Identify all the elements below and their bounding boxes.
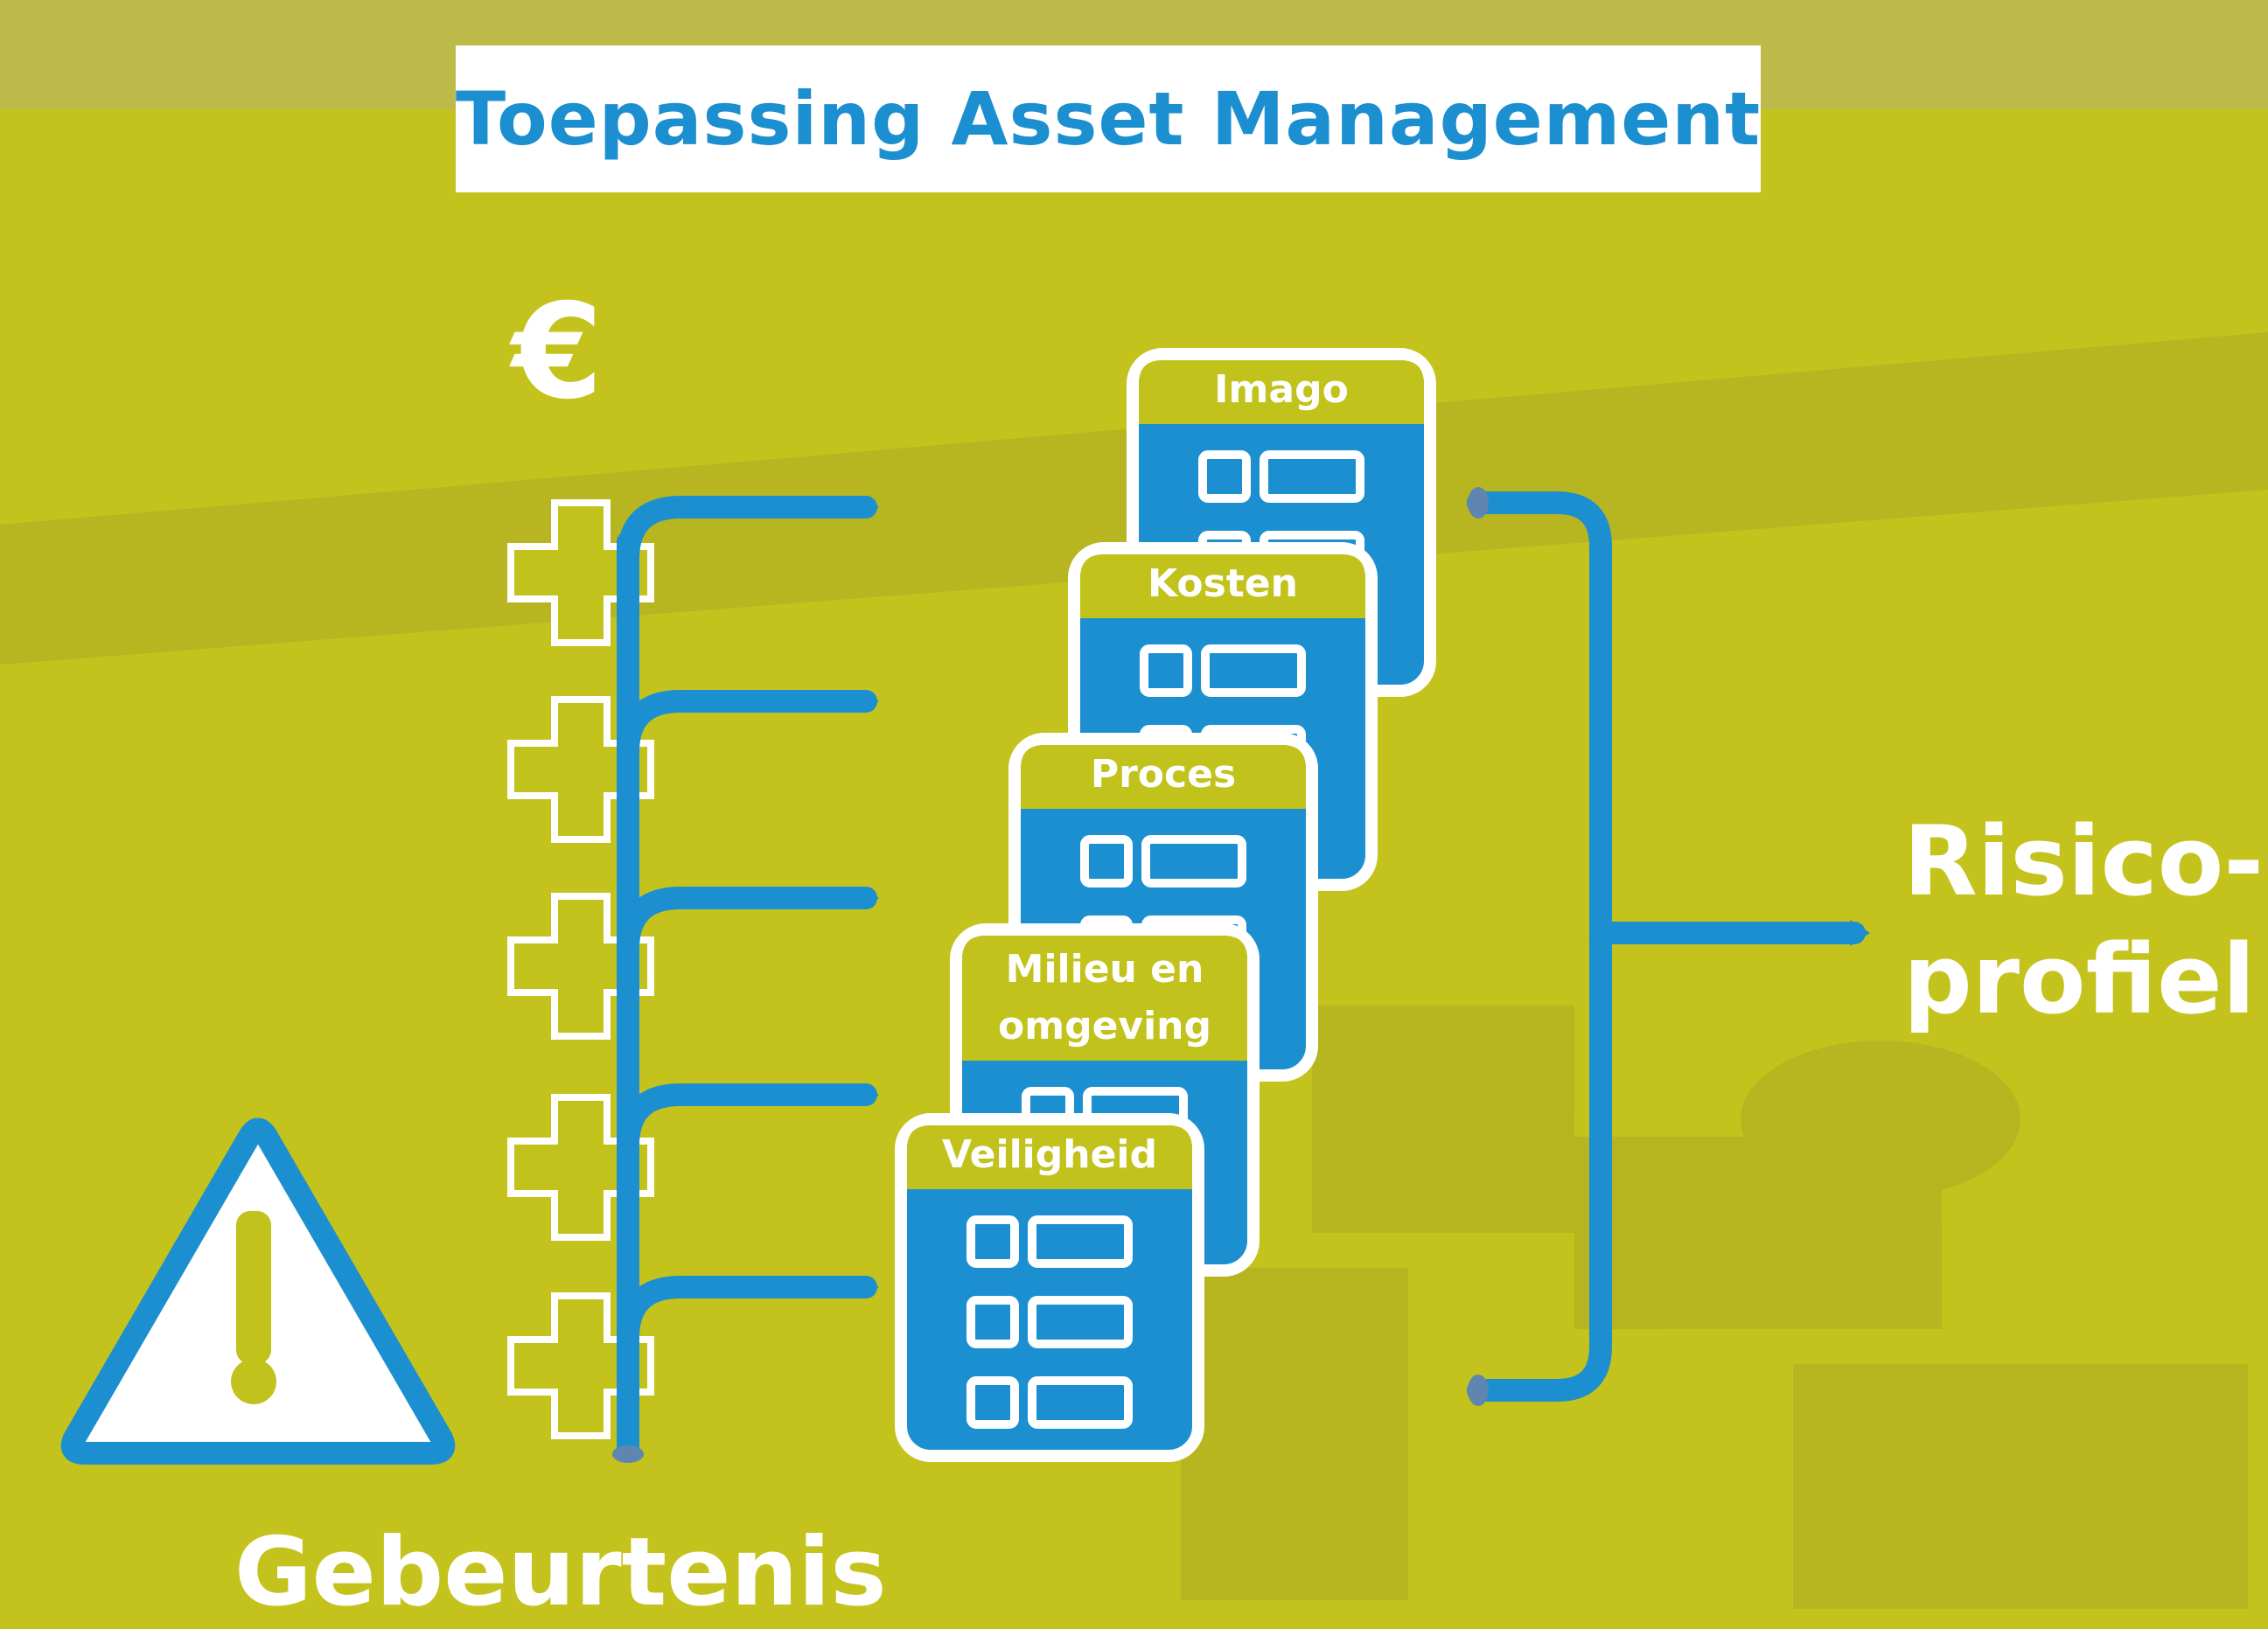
risk-card: Veiligheid [895, 1113, 1204, 1462]
risk-arrow-tip [1850, 920, 1870, 946]
risk-bracket [1467, 491, 1866, 1402]
card-title: Imago [1214, 367, 1349, 412]
card-title: Veiligheid [942, 1132, 1157, 1177]
plus-icon [507, 893, 654, 1040]
bracket-cap-bottom [1468, 1375, 1489, 1406]
form-checkbox-icon [967, 1296, 1019, 1348]
trunk-end-cap [612, 1445, 644, 1463]
plus-icon [507, 696, 654, 843]
form-checkbox-icon [1198, 450, 1251, 503]
plus-icons [507, 499, 654, 1439]
card-header [1139, 360, 1424, 424]
title-box: Toepassing Asset Management [456, 45, 1761, 192]
plus-icon [507, 1094, 654, 1241]
page-title: Toepassing Asset Management [455, 76, 1762, 162]
card-header [907, 1125, 1192, 1189]
result-label-line1: Risico- [1903, 805, 2265, 917]
form-checkbox-icon [1140, 644, 1192, 697]
warning-icon [60, 1117, 456, 1465]
card-header [1021, 745, 1306, 809]
form-field-icon [1028, 1296, 1133, 1348]
form-field-icon [1201, 644, 1306, 697]
result-label-line2: profiel [1903, 923, 2256, 1035]
plus-icon [507, 499, 654, 646]
form-checkbox-icon [967, 1215, 1019, 1268]
form-field-icon [1028, 1215, 1133, 1268]
arrow-tips [862, 496, 879, 1298]
form-checkbox-icon [967, 1376, 1019, 1429]
form-field-icon [1260, 450, 1364, 503]
form-checkbox-icon [1080, 835, 1133, 888]
event-label: Gebeurtenis [234, 1518, 887, 1627]
form-field-icon [1141, 835, 1246, 888]
card-title: Proces [1091, 752, 1236, 797]
card-header [1080, 554, 1365, 618]
card-title: Milieu en [1006, 947, 1204, 992]
plus-icon [507, 1292, 654, 1439]
card-header [962, 936, 1247, 1061]
euro-icon: € [512, 276, 604, 428]
form-field-icon [1028, 1376, 1133, 1429]
card-title-line2: omgeving [998, 1004, 1211, 1048]
bracket-cap-top [1468, 487, 1489, 519]
card-body [895, 1113, 1204, 1462]
event-connector-lines [617, 496, 877, 1463]
card-title: Kosten [1148, 561, 1298, 606]
